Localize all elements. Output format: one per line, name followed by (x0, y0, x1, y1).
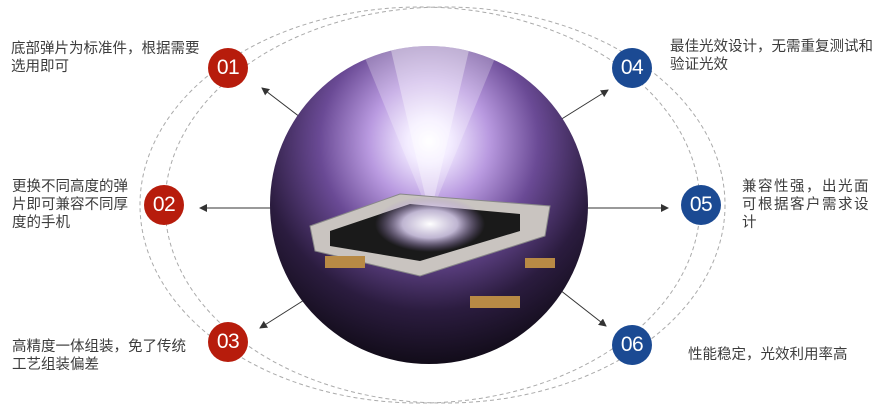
feature-text-05: 兼容性强，出光面可根据客户需求设计 (742, 179, 870, 231)
feature-text-03: 高精度一体组装，免了传统工艺组装偏差 (12, 339, 186, 373)
badge-01: 01 (208, 48, 248, 88)
badge-05: 05 (681, 185, 721, 225)
feature-text-02: 更换不同高度的弹片即可兼容不同厚度的手机 (12, 179, 128, 231)
badge-03: 03 (208, 322, 248, 362)
badge-06: 06 (612, 325, 652, 365)
badge-04: 04 (612, 48, 652, 88)
feature-text-04: 最佳光效设计，无需重复测试和验证光效 (670, 39, 873, 73)
badge-02: 02 (144, 185, 184, 225)
feature-text-01: 底部弹片为标准件，根据需要选用即可 (11, 41, 200, 75)
led-module-illustration (309, 46, 555, 308)
arrow-04 (559, 89, 609, 121)
feature-text-06: 性能稳定，光效利用率高 (688, 347, 848, 363)
arrow-06 (559, 289, 607, 327)
product-image (270, 46, 588, 364)
